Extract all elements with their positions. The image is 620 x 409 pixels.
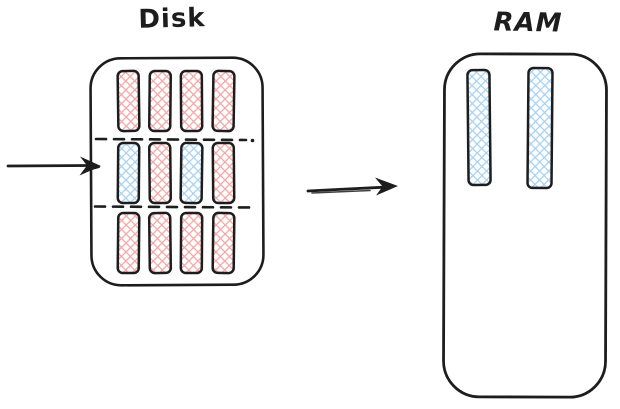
row-divider-top-dot [250,138,255,143]
arrow-right-icon [6,156,101,176]
disk-container [89,56,265,287]
disk-block-pink [211,141,236,205]
transfer-arrow-shaft [306,185,390,193]
ram-blocks-group [466,66,554,190]
ram-block-blue [526,66,554,190]
disk-block-pink [211,211,236,275]
disk-block-pink [211,69,236,133]
disk-block-pink [116,69,141,133]
disk-block-pink [147,69,173,133]
transfer-arrow-shaft-sketch [311,189,371,194]
ram-container [442,52,608,399]
row-divider-bottom [93,205,253,209]
ram-block-blue [466,68,492,187]
disk-block-pink [147,141,173,205]
disk-block-blue [116,141,141,205]
disk-block-pink [179,69,204,133]
disk-block-pink [116,211,141,275]
row-divider-group [93,137,255,209]
row-divider-top [94,137,248,142]
disk-block-blue [179,141,204,205]
arrow-right-icon [306,177,398,196]
disk-block-pink [147,211,173,275]
disk-blocks-group [116,69,236,275]
disk-block-pink [179,211,204,275]
row-pointer-head-stroke [83,166,100,172]
transfer-arrow-head [375,177,398,196]
row-pointer-shaft [6,164,92,168]
